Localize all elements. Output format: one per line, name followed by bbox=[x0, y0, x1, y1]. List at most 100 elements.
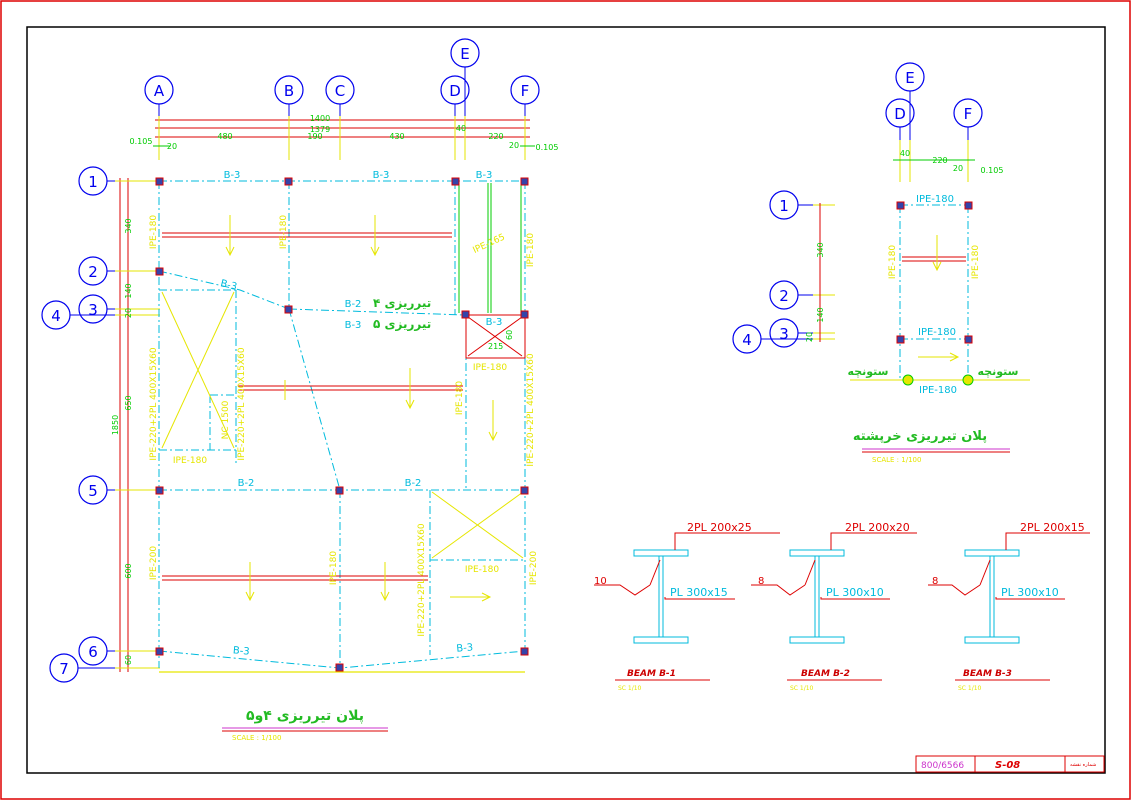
roof-grid-label-3: 3 bbox=[779, 325, 789, 343]
column bbox=[520, 486, 529, 495]
beam-label: B-3 bbox=[232, 645, 250, 657]
section-title: BEAM B-2 bbox=[801, 669, 850, 679]
beam-section-b2: 2PL 200x20 PL 300x10 8 BEAM B-2 SC 1/10 bbox=[751, 521, 917, 692]
section-web-label: PL 300x15 bbox=[670, 586, 728, 599]
column bbox=[284, 305, 293, 314]
dim-cd: 430 bbox=[389, 132, 404, 141]
inner-border bbox=[26, 26, 1106, 774]
dim-de: 40 bbox=[456, 124, 466, 133]
dim-215: 215 bbox=[488, 342, 503, 351]
section-flange-label: 2PL 200x25 bbox=[687, 521, 752, 534]
column bbox=[461, 310, 470, 319]
section-flange-label: 2PL 200x15 bbox=[1020, 521, 1085, 534]
column bbox=[520, 177, 529, 186]
roof-beam-label: IPE-180 bbox=[919, 385, 957, 396]
beam-label: B-2 bbox=[345, 299, 362, 310]
stub-label-right: ستونچه bbox=[978, 365, 1019, 378]
grid-label-3: 3 bbox=[88, 301, 98, 319]
roof-dim-ef: 220 bbox=[932, 156, 947, 165]
stub-column bbox=[902, 374, 914, 386]
dim-overall-2: 1379 bbox=[310, 125, 330, 134]
section-title: BEAM B-1 bbox=[627, 669, 676, 679]
beam-section-b1: 2PL 200x25 PL 300x15 10 BEAM B-1 SC 1/10 bbox=[594, 521, 780, 692]
dim-right-small: 20 bbox=[509, 141, 519, 150]
grid-label-f: F bbox=[521, 82, 530, 100]
dim-left-overall: 1850 bbox=[111, 415, 120, 435]
section-scale: SC 1/10 bbox=[958, 685, 982, 692]
main-plan-title: پلان تیرریزی ۴و۵ bbox=[246, 708, 364, 724]
sheet-number: S-08 bbox=[995, 760, 1020, 771]
column bbox=[155, 177, 164, 186]
section-title: BEAM B-3 bbox=[963, 669, 1012, 679]
section-weld-label: 8 bbox=[758, 576, 764, 587]
column bbox=[964, 335, 973, 344]
level-5-note: تیرریزی ۵ bbox=[373, 317, 431, 331]
grid-label-e: E bbox=[460, 45, 469, 63]
roof-plan-title: پلان تیرریزی خرپشته bbox=[853, 429, 987, 444]
roof-grid-label-d: D bbox=[894, 105, 906, 123]
profile-label: IPE-200 bbox=[529, 551, 539, 585]
dim-left-34: 20 bbox=[124, 308, 133, 318]
profile-label: IPE-180 bbox=[329, 551, 339, 585]
grid-label-6: 6 bbox=[88, 643, 98, 661]
dim-left-offset: 0.105 bbox=[130, 137, 153, 146]
profile-label: IPE-220+2PL 400X15X60 bbox=[149, 347, 159, 460]
roof-plan-scale: SCALE : 1/100 bbox=[872, 456, 921, 464]
section-web-label: PL 300x10 bbox=[1001, 586, 1059, 599]
grid-label-c: C bbox=[335, 82, 345, 100]
roof-plan: D E F 1 2 3 4 40 bbox=[732, 62, 1030, 464]
profile-label: IPE-220+2PL 400X15X60 bbox=[237, 347, 247, 460]
beam-label: B-3 bbox=[224, 170, 241, 181]
roof-dim-de: 40 bbox=[900, 149, 910, 158]
column bbox=[155, 267, 164, 276]
profile-label: IPE-180 bbox=[455, 381, 465, 415]
roof-grid-label-1: 1 bbox=[779, 197, 789, 215]
title-block: 800/6566 S-08 شماره نقشه bbox=[915, 755, 1105, 773]
beam-sections: 2PL 200x25 PL 300x15 10 BEAM B-1 SC 1/10… bbox=[594, 521, 1090, 692]
main-plan-scale: SCALE : 1/100 bbox=[232, 734, 281, 742]
section-flange-label: 2PL 200x20 bbox=[845, 521, 910, 534]
grid-label-7: 7 bbox=[59, 660, 69, 678]
profile-label: IPE-180 bbox=[149, 215, 159, 249]
dim-left-12: 340 bbox=[124, 218, 133, 233]
grid-label-4: 4 bbox=[51, 307, 61, 325]
roof-dim-23: 140 bbox=[816, 307, 825, 322]
grid-label-d: D bbox=[449, 82, 461, 100]
grid-label-5: 5 bbox=[88, 482, 98, 500]
column bbox=[964, 201, 973, 210]
dim-left-35: 650 bbox=[124, 395, 133, 410]
beam-label: B-3 bbox=[476, 170, 493, 181]
column bbox=[155, 647, 164, 656]
section-weld-label: 8 bbox=[932, 576, 938, 587]
column bbox=[155, 486, 164, 495]
roof-dim-small: 20 bbox=[953, 164, 963, 173]
roof-grid-label-e: E bbox=[905, 69, 914, 87]
section-weld-label: 10 bbox=[594, 576, 607, 587]
dim-left-23: 140 bbox=[124, 283, 133, 298]
profile-label: IPE-180 bbox=[526, 233, 536, 267]
profile-label: IPE-180 bbox=[473, 363, 507, 373]
roof-profile-label: IPE-180 bbox=[971, 245, 981, 279]
beam-label: B-3 bbox=[373, 170, 390, 181]
roof-dim-12: 340 bbox=[816, 242, 825, 257]
stub-label-left: ستونچه bbox=[848, 365, 889, 378]
grid-label-1: 1 bbox=[88, 173, 98, 191]
roof-profile-label: IPE-180 bbox=[888, 245, 898, 279]
profile-label: IPE-220+2PL 400X15X60 bbox=[526, 353, 536, 466]
dim-left-56: 600 bbox=[124, 563, 133, 578]
roof-beam-label: IPE-180 bbox=[918, 327, 956, 338]
column bbox=[284, 177, 293, 186]
dim-60: 60 bbox=[505, 330, 514, 340]
section-scale: SC 1/10 bbox=[618, 685, 642, 692]
stub-column bbox=[962, 374, 974, 386]
beam-label: B-3 bbox=[219, 278, 238, 293]
sheet-corner-note: شماره نقشه bbox=[1070, 762, 1096, 768]
column bbox=[335, 486, 344, 495]
profile-label: NC 1500 bbox=[221, 400, 231, 439]
sheet-code: 800/6566 bbox=[921, 761, 964, 771]
roof-grid-label-f: F bbox=[964, 105, 973, 123]
column bbox=[335, 663, 344, 672]
column bbox=[520, 310, 529, 319]
profile-label: IPE-180 bbox=[279, 215, 289, 249]
